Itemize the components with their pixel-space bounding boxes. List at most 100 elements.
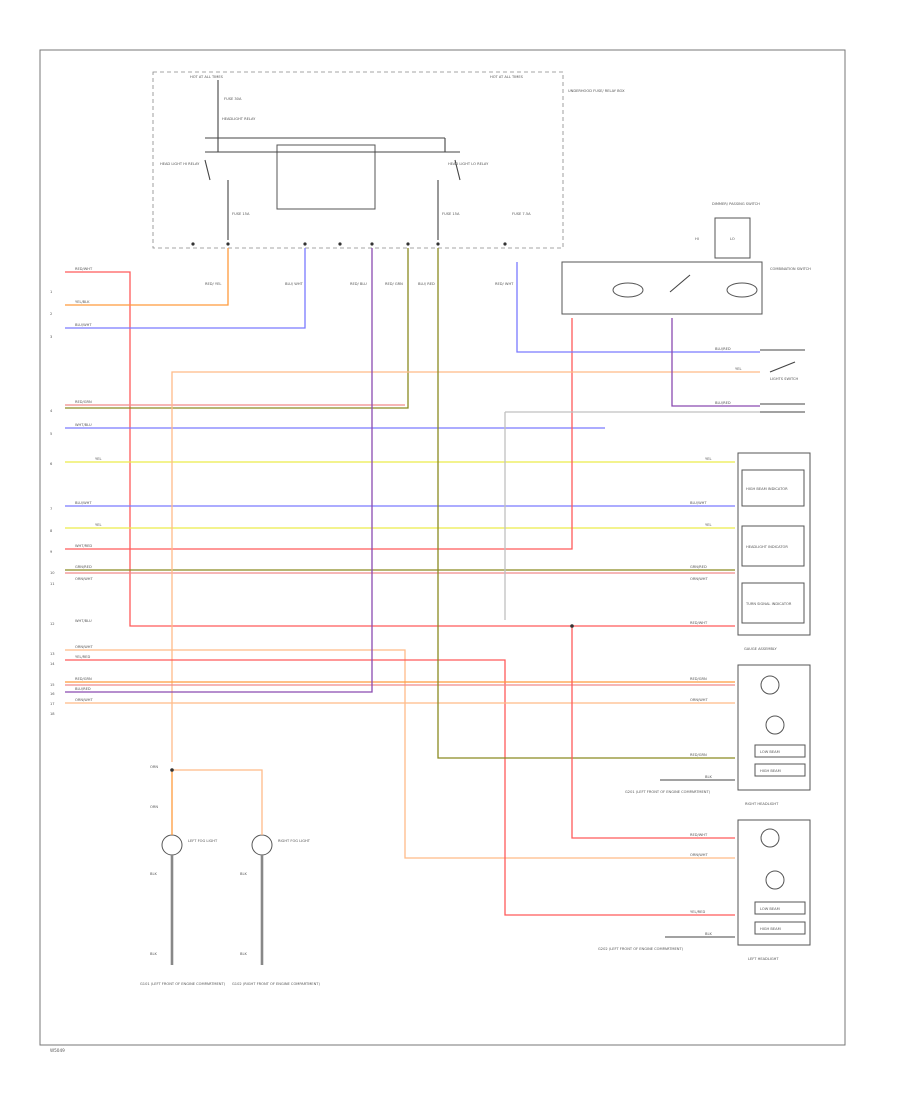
left-wire-label: YEL	[95, 457, 101, 461]
hi-relay-contact	[204, 159, 211, 181]
left-wire-label: WHT/BLU	[75, 423, 92, 427]
right-hl-ground-label: G201 (LEFT FRONT OF ENGINE COMPARTMENT)	[625, 790, 711, 794]
left-fog-ground-label: G101 (LEFT FRONT OF ENGINE COMPARTMENT)	[140, 982, 226, 986]
wire-wht-red	[65, 318, 573, 550]
splice-dot	[170, 768, 174, 772]
left-fog-label: LEFT FOG LIGHT	[188, 839, 218, 843]
left-wire-label: YEL	[95, 523, 101, 527]
right-wire-label: RED/WHT	[690, 833, 708, 837]
left-pin: 10	[50, 571, 55, 575]
right-low-beam-lamp	[760, 675, 780, 695]
right-fog-ground-label: G102 (RIGHT FRONT OF ENGINE COMPARTMENT)	[232, 982, 320, 986]
left-fog-lamp	[161, 834, 183, 856]
page-frame	[39, 49, 846, 1046]
fuse-wire-label-4: RED/ GRN	[385, 282, 403, 286]
left-pin: 15	[50, 683, 55, 687]
left-pin: 9	[50, 550, 53, 554]
left-headlight-outline	[737, 819, 811, 946]
left-pin: 13	[50, 652, 55, 656]
wire-red-wht-left-hl	[571, 626, 735, 839]
left-headlight: LEFT HEADLIGHT LOW BEAM HIGH BEAM G202 (…	[598, 819, 811, 961]
left-pin-numbers: 1 2 3 4 5 6 7 8 9 10 11 12 13 14 15 16 1…	[50, 290, 55, 716]
head-light-hi-relay-label: HEAD LIGHT HI RELAY	[160, 162, 200, 166]
wire-blu-wht	[65, 248, 306, 329]
right-wire-labels: BLU/RED YEL BLU/RED YEL BLU/WHT YEL GRN/…	[690, 347, 741, 936]
dimmer-switch-label: DIMMER/ PASSING SWITCH	[712, 202, 760, 206]
left-wire-label: YEL/RED	[75, 655, 90, 659]
left-pin: 2	[50, 312, 52, 316]
wire-red-grn	[65, 248, 409, 409]
right-fog-label: RIGHT FOG LIGHT	[278, 839, 311, 843]
fuse-wire-label-1: RED/ YEL	[205, 282, 221, 286]
switch-contact-right	[726, 282, 758, 298]
left-hl-ground-label: G202 (LEFT FRONT OF ENGINE COMPARTMENT)	[598, 947, 684, 951]
wire-yel-blk	[65, 248, 229, 306]
wire-red-wht-main	[65, 271, 735, 627]
page-ref: W5049	[50, 1048, 65, 1053]
right-low-beam-label: LOW BEAM	[760, 750, 780, 754]
left-pin: 14	[50, 662, 55, 666]
headlight-indicator-box	[741, 525, 805, 567]
underhood-fuse-relay-box: HOT AT ALL TIMES HOT AT ALL TIMES UNDERH…	[152, 71, 625, 286]
right-wire-label: YEL/RED	[690, 910, 705, 914]
fuse-7-5a-label: FUSE 7.5A	[512, 212, 531, 216]
left-pin: 17	[50, 702, 55, 706]
left-wire-label: YEL/BLK	[75, 300, 90, 304]
fuse-term-2	[226, 242, 230, 246]
combination-switch: COMBINATION SWITCH DIMMER/ PASSING SWITC…	[561, 202, 811, 413]
wire-harness	[65, 248, 760, 965]
left-wire-label: BLU/WHT	[75, 501, 92, 505]
right-wire-label: BLK	[705, 775, 712, 779]
right-wire-label: YEL	[735, 367, 741, 371]
right-wire-label: BLU/RED	[715, 401, 731, 405]
right-hl-connector-1	[754, 744, 806, 758]
right-wire-label: BLK	[705, 932, 712, 936]
fuse-term-6	[406, 242, 410, 246]
lo-relay-contact	[454, 159, 461, 181]
left-pin: 6	[50, 462, 53, 466]
hi-label: HI	[695, 237, 699, 241]
right-high-beam-lamp	[765, 715, 785, 735]
fuse-15a-left-label: FUSE 15A	[232, 212, 250, 216]
fuse-term-1	[191, 242, 195, 246]
left-wire-label: ORN/WHT	[75, 698, 93, 702]
hot-at-all-times-left: HOT AT ALL TIMES	[190, 75, 224, 79]
fuse-box-outline	[152, 71, 564, 249]
right-wire-label: ORN/WHT	[690, 698, 708, 702]
fuse-15a-right-label: FUSE 15A	[442, 212, 460, 216]
right-wire-label: ORN/WHT	[690, 853, 708, 857]
turn-signal-indicator-box	[741, 582, 805, 624]
fog-wire-label-2: ORN	[150, 805, 158, 809]
right-hl-connector-2	[754, 763, 806, 777]
turn-signal-indicator-label: TURN SIGNAL INDICATOR	[745, 602, 792, 606]
gauge-assembly-outline	[737, 452, 811, 636]
left-wire-label: ORN/WHT	[75, 645, 93, 649]
wire-olive-vert	[437, 248, 735, 759]
fuse-wire-label-5: BLU/ RED	[418, 282, 435, 286]
right-wire-label: RED/GRN	[690, 753, 707, 757]
gauge-assembly-label: GAUGE ASSEMBLY	[744, 647, 777, 651]
left-pin: 11	[50, 582, 55, 586]
fuse-wire-label-6: RED/ WHT	[495, 282, 514, 286]
fog-wire-label-4: BLK	[240, 872, 247, 876]
left-pin: 16	[50, 692, 55, 696]
wire-fog-supply	[172, 769, 263, 835]
wire-blu-red	[516, 262, 760, 353]
lo-label: LO	[730, 237, 735, 241]
left-wire-label: ORN/WHT	[75, 577, 93, 581]
wire-purple	[671, 318, 760, 407]
lights-switch-arm	[769, 361, 796, 373]
dimmer-switch-box	[714, 217, 751, 259]
right-wire-label: RED/WHT	[690, 621, 708, 625]
right-high-beam-label: HIGH BEAM	[760, 769, 781, 773]
left-pin: 4	[50, 409, 53, 413]
lights-switch-label: LIGHTS SWITCH	[770, 377, 799, 381]
fuse-term-7	[436, 242, 440, 246]
wire-orn-wht-low	[65, 649, 735, 859]
fuse-wire-label-3: RED/ BLU	[350, 282, 367, 286]
left-wire-label: WHT/RED	[75, 544, 92, 548]
right-wire-label: RED/GRN	[690, 677, 707, 681]
fog-lights: LEFT FOG LIGHT RIGHT FOG LIGHT G101 (LEF…	[140, 765, 320, 986]
left-headlight-label: LEFT HEADLIGHT	[748, 957, 779, 961]
left-pin: 18	[50, 712, 55, 716]
